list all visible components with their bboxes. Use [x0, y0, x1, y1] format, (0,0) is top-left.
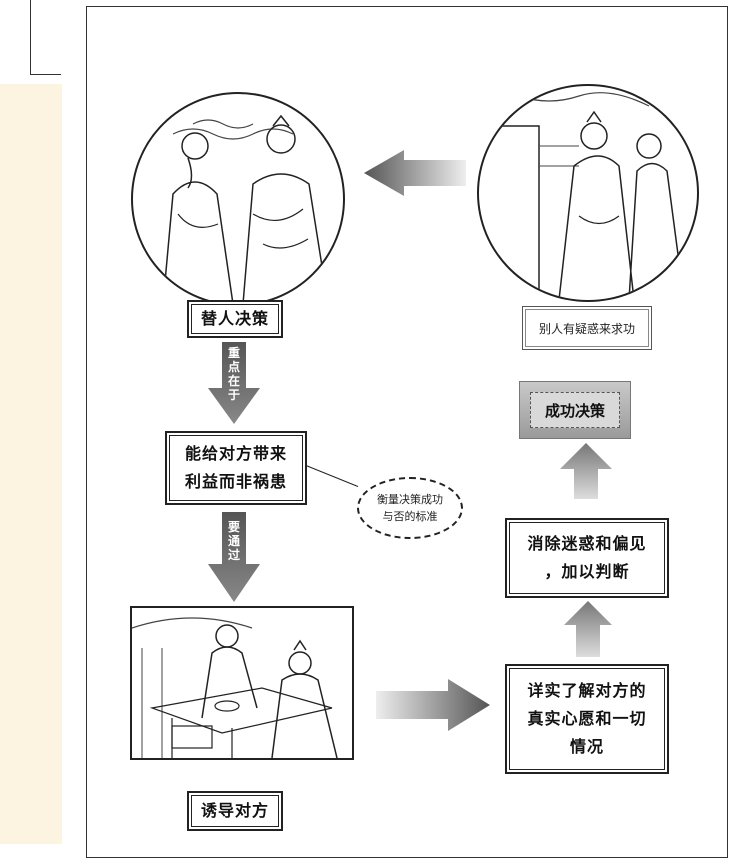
node-success-label: 成功决策: [544, 401, 605, 420]
node-remove-line1: 消除迷惑和偏见: [527, 534, 647, 553]
node-success-inner: 成功决策: [530, 392, 620, 428]
annotation-line2: 与否的标准: [382, 510, 438, 523]
arrow-down-through: [208, 512, 260, 602]
annotation-ellipse: 衡量决策成功 与否的标准: [357, 477, 463, 539]
node-decide-for-others: 替人决策: [187, 300, 283, 338]
node-benefit-line2: 利益而非祸患: [184, 472, 287, 491]
arrow-label-key-in: 重点在于: [227, 346, 240, 402]
node-benefit-line1: 能给对方带来: [184, 444, 287, 463]
node-others-doubt: 别人有疑惑来求功: [522, 306, 652, 350]
arrow-left: [364, 150, 466, 196]
arrow-up-lower-shape: [564, 601, 612, 657]
arrow-up-lower: [564, 601, 612, 657]
arrow-left-shape: [364, 150, 466, 196]
node-remove-confusion: 消除迷惑和偏见 ，加以判断: [505, 518, 669, 598]
arrow-down-key-shape: [208, 342, 260, 424]
node-benefit: 能给对方带来 利益而非祸患: [165, 431, 307, 505]
arrow-down-through-shape: [208, 512, 260, 602]
arrow-right-shape: [376, 679, 490, 731]
node-understand-line1: 详实了解对方的: [527, 681, 647, 700]
node-success: 成功决策: [519, 381, 631, 439]
scholars-drawing: [162, 114, 329, 304]
visitors-drawing: [489, 92, 685, 300]
arrow-label-through: 要通过: [227, 520, 240, 562]
scene-drawing: [132, 617, 338, 758]
arrow-right: [376, 679, 490, 731]
annotation-line1: 衡量决策成功: [377, 493, 443, 506]
node-decide-for-others-label: 替人决策: [200, 309, 269, 328]
arrow-up-upper-shape: [560, 443, 612, 499]
node-understand: 详实了解对方的 真实心愿和一切 情况: [505, 664, 669, 774]
illustration-two-scholars: [131, 92, 345, 306]
illustration-scene: [130, 606, 354, 760]
node-guide-label: 诱导对方: [200, 801, 269, 820]
node-understand-line3: 情况: [569, 737, 604, 756]
arrow-down-key: [208, 342, 260, 424]
illustration-visitors: [477, 84, 699, 302]
node-remove-line2: ，加以判断: [544, 562, 630, 581]
node-others-doubt-label: 别人有疑惑来求功: [538, 321, 635, 336]
arrow-up-upper: [560, 443, 612, 499]
node-guide: 诱导对方: [187, 791, 283, 831]
node-understand-line2: 真实心愿和一切: [527, 709, 647, 728]
corner-frame: [30, 0, 61, 75]
page-margin: [0, 84, 62, 844]
